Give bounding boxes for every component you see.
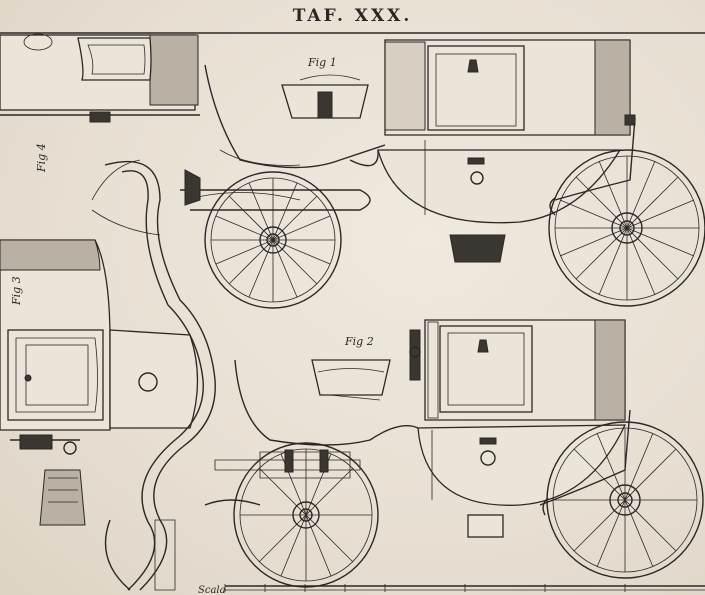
scale-label: Scala xyxy=(198,585,226,595)
fig2-coach xyxy=(204,319,704,588)
fig3-label: Fig 3 xyxy=(10,276,23,306)
plate-title: TAF. XXX. xyxy=(292,6,413,26)
fig1-rear-wheel-spokes xyxy=(555,156,699,300)
scale-bar xyxy=(224,584,705,592)
fig4-label: Fig 4 xyxy=(35,143,48,173)
fig1-coach xyxy=(180,39,705,309)
fig2-rear-wheel-spokes xyxy=(553,428,697,572)
fig1-label: Fig 1 xyxy=(307,56,337,69)
fig3-chassis-elements xyxy=(0,239,199,526)
fig2-front-wheel-spokes xyxy=(240,449,372,581)
fig2-label: Fig 2 xyxy=(344,335,374,348)
fig1-front-wheel-spokes xyxy=(211,178,335,302)
perch-frame xyxy=(91,159,216,591)
fig4-carriage-body xyxy=(0,33,200,123)
